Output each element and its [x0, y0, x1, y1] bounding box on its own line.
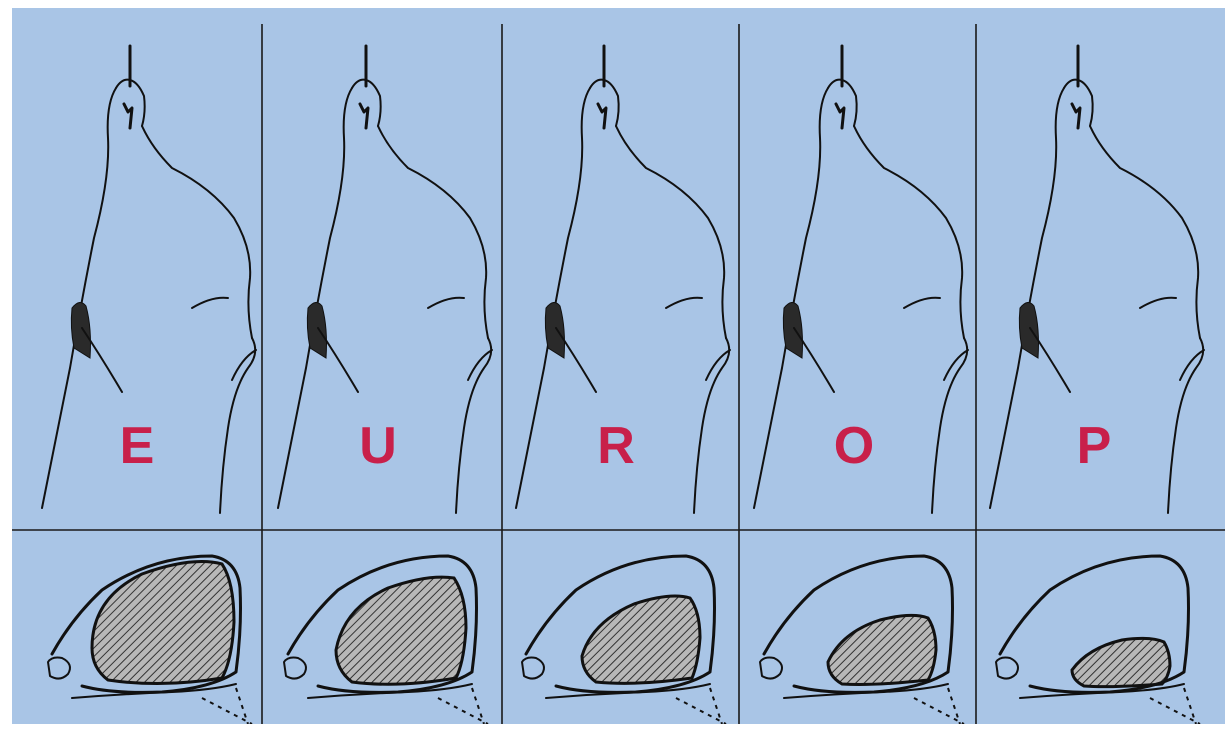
section-drawing-o — [760, 556, 964, 724]
grade-letter-p: P — [1054, 416, 1134, 476]
carcass-conformation-diagram: E U R O P — [12, 8, 1225, 724]
grade-letter-r: R — [576, 416, 656, 476]
section-drawing-e — [48, 556, 252, 724]
grade-letter-e: E — [97, 416, 177, 476]
section-drawing-u — [284, 556, 488, 724]
section-drawing-r — [522, 556, 726, 724]
grade-letter-u: U — [338, 416, 418, 476]
diagram-artwork — [12, 8, 1225, 724]
grade-letter-o: O — [814, 416, 894, 476]
section-drawing-p — [996, 556, 1200, 724]
